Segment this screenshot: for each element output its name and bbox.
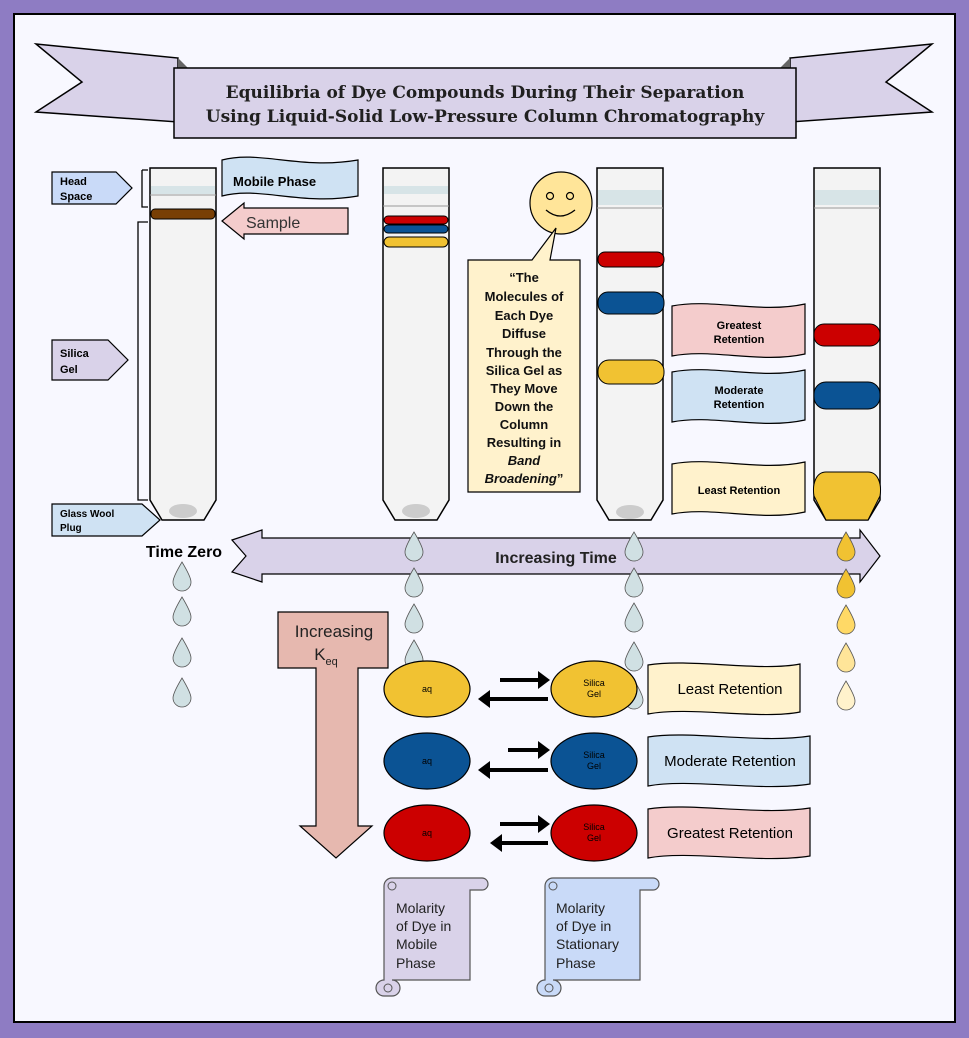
- svg-text:Phase: Phase: [396, 955, 436, 971]
- svg-text:aq: aq: [422, 828, 432, 838]
- flag-least-retention-small: Least Retention: [671, 461, 806, 517]
- label-glass-wool-plug: Glass Wool Plug: [51, 503, 161, 537]
- svg-text:Silica: Silica: [583, 678, 605, 688]
- retention-label-blue: Moderate Retention: [664, 753, 796, 770]
- increasing-time-arrow: Increasing Time: [230, 528, 881, 584]
- blue-dye-band: [383, 224, 449, 234]
- svg-text:Retention: Retention: [714, 334, 765, 346]
- equilibrium-arrows-icon: [478, 741, 550, 779]
- yellow-dye-band: [813, 471, 881, 521]
- svg-text:Each Dye: Each Dye: [495, 308, 554, 323]
- equilibrium-blue: aq Silica Gel Moderate Retention: [383, 732, 811, 790]
- mobile-phase-yellow: [383, 660, 471, 718]
- svg-text:Plug: Plug: [60, 523, 82, 534]
- svg-text:Increasing Time: Increasing Time: [495, 550, 617, 567]
- svg-text:of Dye in: of Dye in: [556, 918, 611, 934]
- label-head-space: Head Space: [51, 171, 133, 205]
- svg-text:Through the: Through the: [486, 345, 562, 360]
- label-silica-gel: Silica Gel: [51, 339, 129, 381]
- scroll-mobile-phase: Molarity of Dye in Mobile Phase: [375, 877, 489, 997]
- red-dye-band: [597, 251, 665, 268]
- svg-text:Space: Space: [60, 191, 92, 203]
- mobile-phase-flag: Mobile Phase: [221, 156, 359, 200]
- svg-text:Head: Head: [60, 176, 87, 188]
- time-zero-label: Time Zero: [146, 544, 222, 561]
- increasing-keq-arrow: Increasing Keq: [277, 611, 389, 859]
- red-dye-band: [383, 215, 449, 225]
- svg-text:of Dye in: of Dye in: [396, 918, 451, 934]
- svg-text:Band: Band: [508, 453, 542, 468]
- svg-text:Retention: Retention: [714, 399, 765, 411]
- mobile-phase-blue: [383, 732, 471, 790]
- column-mid: [596, 167, 665, 521]
- svg-text:aq: aq: [422, 756, 432, 766]
- svg-text:Silica Gel as: Silica Gel as: [486, 363, 563, 378]
- speech-bubble: “The Molecules of Each Dye Diffuse Throu…: [467, 227, 581, 493]
- svg-text:They Move: They Move: [490, 381, 557, 396]
- sample-band: [150, 208, 216, 220]
- svg-text:Gel: Gel: [587, 689, 601, 699]
- yellow-dye-band: [597, 359, 665, 385]
- red-dye-band: [813, 323, 881, 347]
- stationary-phase-yellow: [550, 660, 638, 718]
- silica-gel-bracket: [137, 221, 148, 501]
- retention-label-yellow: Least Retention: [677, 681, 782, 698]
- svg-text:Broadening”: Broadening”: [485, 471, 564, 486]
- yellow-dye-band: [383, 236, 449, 248]
- flag-greatest-retention-small: Greatest Retention: [671, 303, 806, 359]
- mobile-phase-red: [383, 804, 471, 862]
- svg-text:Gel: Gel: [587, 761, 601, 771]
- svg-text:Silica: Silica: [60, 348, 90, 360]
- svg-text:Silica: Silica: [583, 750, 605, 760]
- svg-text:Moderate: Moderate: [715, 385, 764, 397]
- svg-text:Column: Column: [500, 417, 548, 432]
- column-time-zero: [149, 167, 217, 521]
- sample-arrow: Sample: [221, 201, 349, 241]
- svg-text:Molecules of: Molecules of: [485, 289, 564, 304]
- equilibrium-arrows-icon: [490, 815, 550, 852]
- column-late: [813, 167, 881, 521]
- svg-text:Sample: Sample: [246, 215, 300, 232]
- blue-dye-band: [597, 291, 665, 315]
- svg-text:Mobile: Mobile: [396, 936, 437, 952]
- svg-text:Phase: Phase: [556, 955, 596, 971]
- equilibrium-yellow: aq Silica Gel Least Retention: [383, 660, 801, 718]
- blue-dye-band: [813, 381, 881, 410]
- svg-text:Down the: Down the: [495, 399, 554, 414]
- equilibrium-red: aq Silica Gel Greatest Retention: [383, 804, 811, 862]
- svg-text:Gel: Gel: [587, 833, 601, 843]
- svg-text:Gel: Gel: [60, 364, 78, 376]
- svg-text:Diffuse: Diffuse: [502, 326, 546, 341]
- retention-label-red: Greatest Retention: [667, 825, 793, 842]
- title-line-2: Using Liquid-Solid Low-Pressure Column C…: [206, 107, 766, 127]
- svg-text:Resulting in: Resulting in: [487, 435, 561, 450]
- svg-text:Glass Wool: Glass Wool: [60, 509, 114, 520]
- smiley-icon: [529, 171, 593, 235]
- title-banner: Equilibria of Dye Compounds During Their…: [33, 43, 935, 139]
- title-line-1: Equilibria of Dye Compounds During Their…: [226, 83, 745, 103]
- scroll-stationary-phase: Molarity of Dye in Stationary Phase: [536, 877, 660, 997]
- svg-text:Molarity: Molarity: [396, 900, 445, 916]
- svg-text:Greatest: Greatest: [717, 320, 762, 332]
- svg-text:Stationary: Stationary: [556, 936, 619, 952]
- svg-text:aq: aq: [422, 684, 432, 694]
- equilibrium-arrows-icon: [478, 671, 550, 708]
- svg-text:Silica: Silica: [583, 822, 605, 832]
- stationary-phase-red: [550, 804, 638, 862]
- svg-text:“The: “The: [509, 270, 539, 285]
- svg-text:Keq: Keq: [314, 645, 338, 668]
- glass-wool-plug: [169, 504, 197, 518]
- svg-text:Mobile Phase: Mobile Phase: [233, 174, 316, 189]
- svg-text:Molarity: Molarity: [556, 900, 605, 916]
- stationary-phase-blue: [550, 732, 638, 790]
- column-early: [382, 167, 450, 521]
- flag-moderate-retention-small: Moderate Retention: [671, 369, 806, 425]
- svg-text:Least Retention: Least Retention: [698, 485, 781, 497]
- head-space-bracket: [141, 169, 148, 208]
- svg-text:Increasing: Increasing: [295, 622, 373, 641]
